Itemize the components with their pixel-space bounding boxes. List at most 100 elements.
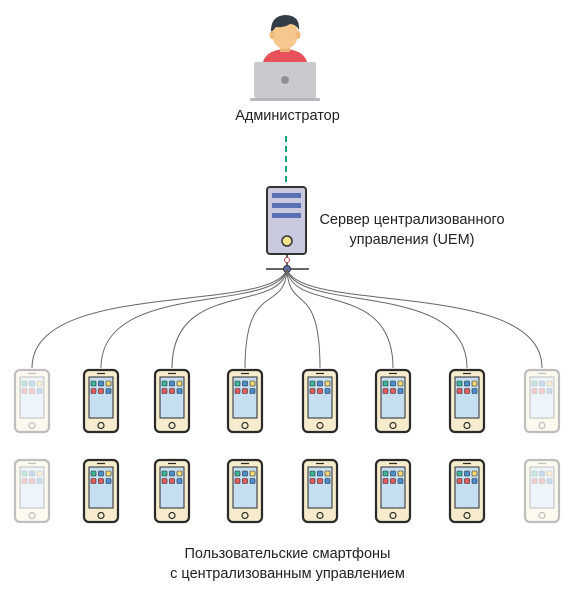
network-link [171,268,288,369]
app-icon [36,380,43,387]
app-icon [397,380,404,387]
smartphone-screen [529,376,555,419]
smartphone-home-button [463,511,471,520]
smartphone-home-button [97,421,105,430]
app-icon [309,478,316,484]
app-icon [317,388,323,394]
app-icon [234,478,241,484]
app-icon [105,380,112,387]
admin-laptop-logo [281,76,289,84]
app-icon [309,470,316,477]
smartphone-home-button [389,511,397,520]
admin-laptop-base [250,98,320,101]
app-icon [531,470,538,477]
network-link [31,268,288,369]
app-icon [169,478,175,484]
smartphone-home-button [316,421,324,430]
app-icon [539,470,545,477]
app-icon [471,388,478,394]
app-icon [471,470,478,477]
app-icon [234,470,241,477]
app-icon [546,380,553,387]
app-icon [36,388,43,394]
app-icon [382,388,389,394]
app-icon [90,478,97,484]
app-icon [317,478,323,484]
smartphone-home-button [28,421,36,430]
smartphone-icon [153,368,191,434]
app-icon [249,388,256,394]
smartphone-icon [226,368,264,434]
app-icon [471,478,478,484]
network-link [286,268,543,369]
smartphone-icon [301,368,339,434]
app-icon [464,388,470,394]
app-icon [531,478,538,484]
admin-shirt [262,49,308,66]
app-icon [539,380,545,387]
app-icon [539,388,545,394]
app-icon [29,478,35,484]
smartphone-icon [448,458,486,524]
app-icon [98,388,104,394]
app-icon [471,380,478,387]
phones-label: Пользовательские смартфоны с централизов… [0,544,575,584]
smartphone-home-button [316,511,324,520]
smartphone-grid [13,368,561,524]
app-icon [29,470,35,477]
app-icon [324,388,331,394]
app-icon [161,380,168,387]
app-icon [242,470,248,477]
app-icon [242,478,248,484]
smartphone-icon [523,458,561,524]
server-port [284,257,290,263]
smartphone-home-button [28,511,36,520]
app-icon [176,388,183,394]
app-icon [242,380,248,387]
app-icon [249,478,256,484]
smartphone-icon [82,368,120,434]
server-slot [272,203,301,208]
app-icon [169,470,175,477]
smartphone-screen [529,466,555,509]
app-icon [234,388,241,394]
app-icon [249,470,256,477]
app-icon [390,478,396,484]
app-icon [390,380,396,387]
server-label-line1: Сервер централизованного [319,212,505,228]
smartphone-body [13,458,51,524]
app-icon [539,478,545,484]
app-icon [464,380,470,387]
app-icon [531,388,538,394]
smartphone-home-button [97,511,105,520]
app-icon [176,380,183,387]
smartphone-icon [226,458,264,524]
smartphone-home-button [241,421,249,430]
app-icon [324,478,331,484]
smartphone-screen [19,466,45,509]
app-icon [21,388,28,394]
smartphone-home-button [168,511,176,520]
smartphone-icon [301,458,339,524]
app-icon [249,380,256,387]
app-icon [176,478,183,484]
app-icon [317,380,323,387]
app-icon [98,380,104,387]
network-link [286,268,321,369]
smartphone-body [523,368,561,434]
network-link [100,268,288,369]
app-icon [382,470,389,477]
app-icon [390,470,396,477]
smartphone-icon [374,458,412,524]
app-icon [21,470,28,477]
app-icon [464,470,470,477]
app-icon [309,380,316,387]
smartphone-icon [523,368,561,434]
server-slot [272,213,301,218]
admin-hair [270,15,300,33]
app-icon [161,478,168,484]
app-icon [464,478,470,484]
app-icon [309,388,316,394]
smartphone-home-button [538,511,546,520]
